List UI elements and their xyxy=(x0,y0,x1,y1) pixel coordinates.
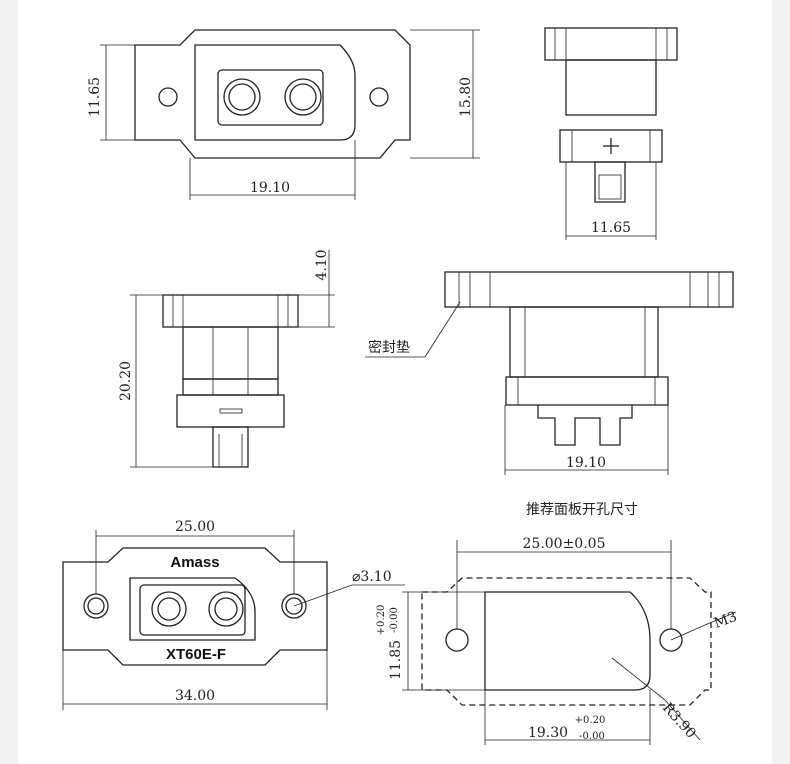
dim-cutout-spacing: 25.00±0.05 xyxy=(523,536,606,552)
dim-top-height-outer: 15.80 xyxy=(458,77,474,117)
dim-hole-spacing: 25.00 xyxy=(175,519,215,535)
model-label: XT60E-F xyxy=(166,646,226,663)
dim-cutout-width: 19.30 xyxy=(528,725,568,741)
right-margin xyxy=(772,0,790,764)
dim-cutout-width-tol-minus: -0.00 xyxy=(579,731,605,742)
dim-top-width: 19.10 xyxy=(250,180,290,196)
dim-radius: R3.90 xyxy=(659,700,699,742)
dim-side-height: 20.20 xyxy=(118,361,134,401)
side-view-right: 11.65 xyxy=(544,27,678,240)
left-margin xyxy=(0,0,18,764)
dim-top-height-inner: 11.65 xyxy=(87,77,103,117)
dim-large-width: 19.10 xyxy=(566,455,606,471)
cutout-title: 推荐面板开孔尺寸 xyxy=(526,502,638,518)
dim-cutout-height-tol-minus: -0.00 xyxy=(389,607,400,633)
dim-overall-width: 34.00 xyxy=(175,688,215,704)
gasket-label: 密封垫 xyxy=(368,339,410,356)
dim-hole-dia: ⌀3.10 xyxy=(352,569,392,585)
dim-cutout-height-tol-plus: +0.20 xyxy=(376,605,387,636)
side-view-large: 19.10 密封垫 xyxy=(365,271,734,475)
front-view: Amass XT60E-F 25.00 34.00 ⌀3.10 xyxy=(62,519,405,710)
top-view: 11.65 15.80 19.10 xyxy=(87,29,480,200)
brand-logo: Amass xyxy=(170,554,219,571)
dim-cutout-width-tol-plus: +0.20 xyxy=(575,715,606,726)
dim-thread: M3 xyxy=(712,609,739,632)
panel-cutout-view: 推荐面板开孔尺寸 25.00±0.05 11.85 +0.20 -0.00 19… xyxy=(376,502,739,745)
dim-side-width: 11.65 xyxy=(591,220,631,236)
side-view-left: 20.20 4.10 xyxy=(118,249,335,468)
dim-side-top: 4.10 xyxy=(314,249,330,280)
dim-cutout-height: 11.85 xyxy=(388,640,404,680)
